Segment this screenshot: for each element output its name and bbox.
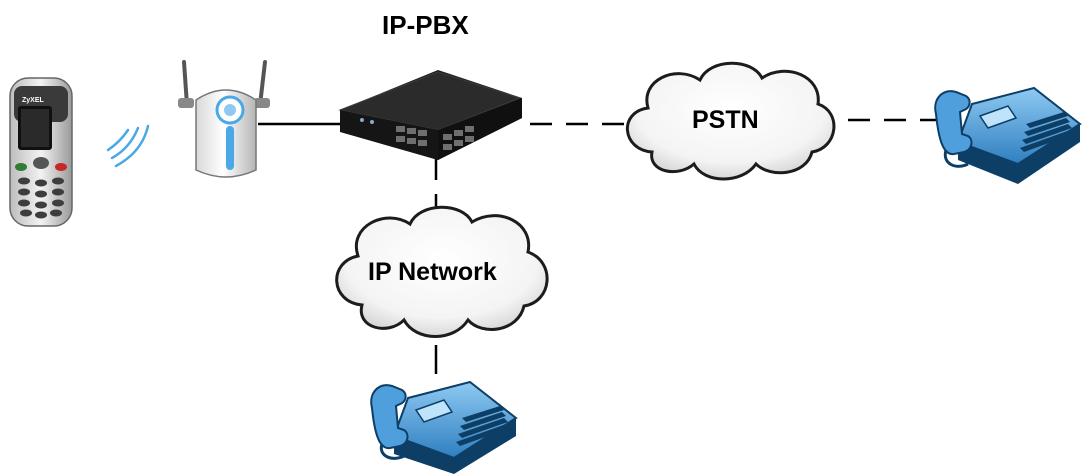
desk-phone-icon (934, 86, 1082, 184)
wireless-signal-icon (106, 124, 150, 168)
ip-pbx-switch-icon (338, 70, 522, 160)
ip-pbx-label: IP-PBX (382, 10, 469, 40)
desk-phone-icon (370, 380, 518, 474)
handset-brand-label: ZyXEL (22, 97, 44, 104)
pstn-cloud-icon (626, 61, 836, 181)
wifi-handset-icon (9, 77, 73, 227)
ip-network-label: IP Network (368, 258, 497, 286)
pstn-label: PSTN (692, 106, 759, 134)
connections (258, 118, 936, 374)
ip-network-cloud-icon (335, 205, 549, 338)
access-point-icon (178, 60, 270, 178)
